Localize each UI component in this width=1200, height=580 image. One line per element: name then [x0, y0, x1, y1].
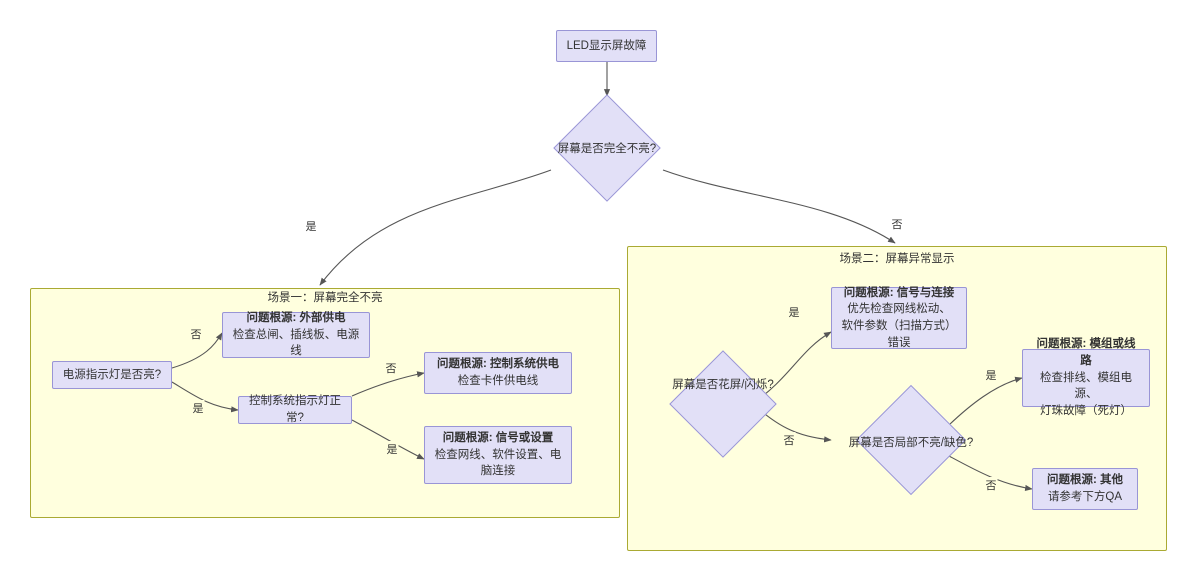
node-root-cause-signal-connection-sub2: 软件参数（扫描方式）错误	[841, 320, 957, 349]
decision-partial-dark[interactable]: 屏幕是否局部不亮/缺色?	[831, 366, 991, 514]
decision-partial-dark-label: 屏幕是否局部不亮/缺色?	[848, 437, 974, 449]
node-root-cause-signal-settings-title: 问题根源: 信号或设置	[442, 432, 554, 444]
node-root-cause-module-wiring-sub1: 检查排线、模组电源、	[1040, 371, 1132, 401]
edge-label-q3-no: 否	[782, 432, 796, 448]
edge-label-q1-no: 否	[189, 326, 203, 342]
node-root-cause-other[interactable]: 问题根源: 其他 请参考下方QA	[1032, 468, 1138, 510]
node-root-cause-signal-connection-title: 问题根源: 信号与连接	[843, 286, 955, 299]
node-root-cause-control-power[interactable]: 问题根源: 控制系统供电 检查卡件供电线	[424, 352, 572, 394]
node-root-cause-module-wiring-sub2: 灯珠故障（死灯）	[1040, 405, 1132, 418]
node-root-cause-external-power[interactable]: 问题根源: 外部供电 检查总闸、插线板、电源线	[222, 312, 370, 358]
edge-label-q2-no: 否	[384, 360, 398, 376]
edge-label-q3-yes: 是	[787, 304, 801, 320]
node-root-cause-module-wiring[interactable]: 问题根源: 模组或线路 检查排线、模组电源、 灯珠故障（死灯）	[1022, 338, 1150, 417]
edge-label-q1-yes: 是	[191, 400, 205, 416]
decision-screen-totally-dark[interactable]: 屏幕是否完全不亮?	[532, 94, 682, 202]
node-power-indicator-question[interactable]: 电源指示灯是否亮?	[52, 361, 172, 389]
node-root-cause-external-power-sub: 检查总闸、插线板、电源线	[232, 328, 360, 358]
node-led-fault[interactable]: LED显示屏故障	[556, 30, 657, 62]
node-root-cause-signal-connection[interactable]: 问题根源: 信号与连接 优先检查网线松动、 软件参数（扫描方式）错误	[831, 287, 967, 349]
cluster-scenario-2-label: 场景二：屏幕异常显示	[839, 253, 955, 265]
decision-screen-flicker[interactable]: 屏幕是否花屏/闪烁?	[652, 330, 794, 478]
node-root-cause-signal-settings[interactable]: 问题根源: 信号或设置 检查网线、软件设置、电脑连接	[424, 426, 572, 484]
node-control-indicator-question-label: 控制系统指示灯正常?	[249, 395, 341, 424]
decision-screen-totally-dark-label: 屏幕是否完全不亮?	[557, 143, 657, 155]
node-power-indicator-question-label: 电源指示灯是否亮?	[62, 368, 162, 381]
node-control-indicator-question[interactable]: 控制系统指示灯正常?	[238, 395, 352, 424]
node-root-cause-signal-settings-sub: 检查网线、软件设置、电脑连接	[434, 448, 562, 478]
node-root-cause-other-sub: 请参考下方QA	[1047, 491, 1123, 503]
edge-label-q2-yes: 是	[385, 441, 399, 457]
node-root-cause-other-title: 问题根源: 其他	[1046, 474, 1124, 487]
node-root-cause-signal-connection-sub1: 优先检查网线松动、	[847, 303, 951, 316]
edge-label-q4-yes: 是	[984, 367, 998, 383]
cluster-scenario-1-label: 场景一：屏幕完全不亮	[267, 292, 383, 304]
decision-screen-flicker-label: 屏幕是否花屏/闪烁?	[672, 379, 774, 391]
node-root-cause-module-wiring-title: 问题根源: 模组或线路	[1036, 338, 1136, 367]
node-root-cause-control-power-title: 问题根源: 控制系统供电	[436, 358, 560, 371]
node-root-cause-external-power-title: 问题根源: 外部供电	[246, 312, 346, 324]
edge-label-root-yes: 是	[304, 218, 318, 234]
edge-label-q4-no: 否	[984, 477, 998, 493]
node-led-fault-label: LED显示屏故障	[566, 39, 647, 52]
edge-label-root-no: 否	[890, 216, 904, 232]
node-root-cause-control-power-sub: 检查卡件供电线	[457, 375, 539, 387]
diamond-shape	[669, 350, 777, 458]
